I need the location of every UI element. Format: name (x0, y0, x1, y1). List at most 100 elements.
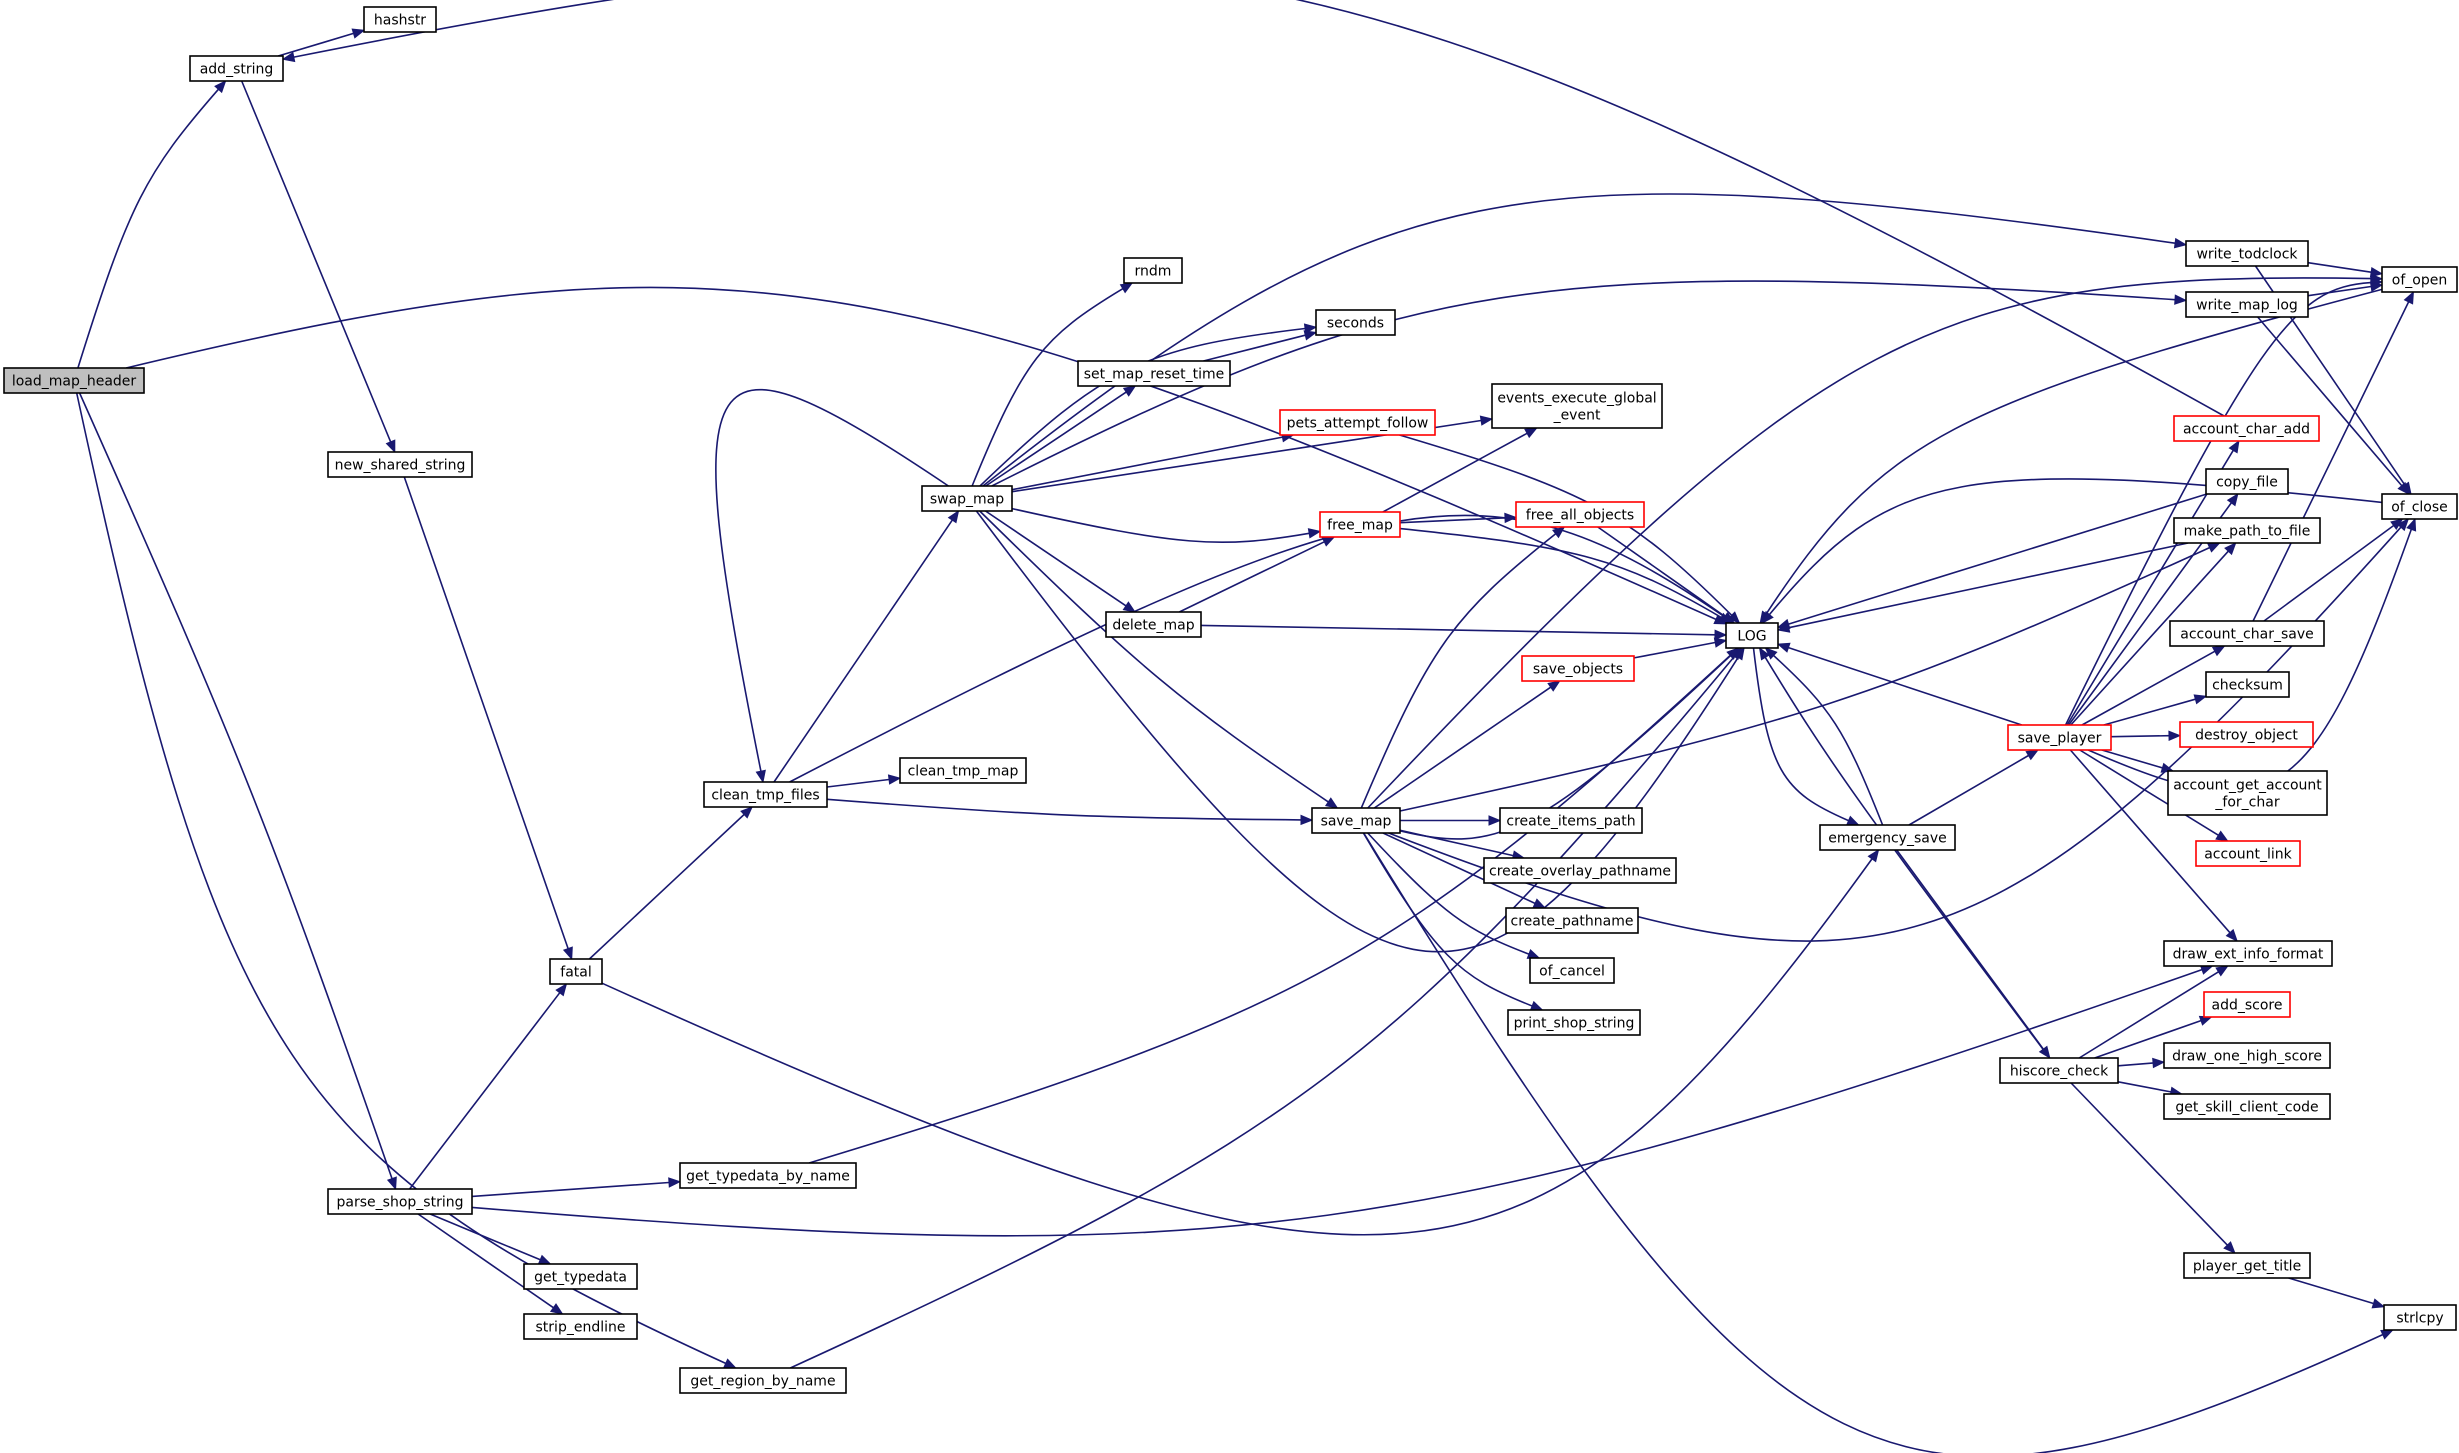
edge-pets_attempt_follow-to-LOG (1399, 434, 1741, 624)
node-draw-ext-info-format[interactable]: draw_ext_info_format (2163, 940, 2333, 967)
node-strip-endline[interactable]: strip_endline (523, 1313, 638, 1340)
edge-arrowhead (386, 1176, 397, 1191)
node-label: events_execute_global (1497, 391, 1656, 407)
edge-line (991, 280, 2176, 487)
node-parse-shop-string[interactable]: parse_shop_string (327, 1188, 473, 1215)
edge-line (2103, 698, 2196, 726)
node-load-map-header[interactable]: load_map_header (3, 367, 145, 394)
node-label: strlcpy (2396, 1311, 2443, 1327)
edge-arrowhead (1727, 611, 1741, 624)
edge-save_map-to-strlcpy (1363, 832, 2394, 1453)
node-box (703, 781, 828, 808)
edge-arrowhead (755, 769, 766, 784)
node-get-typedata[interactable]: get_typedata (523, 1263, 638, 1290)
node-layer: load_map_header add_string hashstr new_shar… (3, 6, 2458, 1394)
node-strlcpy[interactable]: strlcpy (2383, 1304, 2457, 1331)
node-box (327, 451, 473, 478)
node-label: of_cancel (1539, 964, 1605, 980)
node-save-player[interactable]: save_player (2007, 724, 2112, 751)
node-label: save_objects (1533, 662, 1623, 678)
edge-arrowhead (1552, 526, 1566, 539)
edge-free_map-to-free_all_objects (1399, 512, 1518, 524)
node-create-items-path[interactable]: create_items_path (1499, 807, 1643, 834)
node-free-all-objects[interactable]: free_all_objects (1515, 501, 1645, 528)
node-save-objects[interactable]: save_objects (1521, 655, 1635, 682)
edge-parse_shop_string-to-get_typedata_by_name (471, 1177, 682, 1198)
node-rndm[interactable]: rndm (1123, 257, 1183, 284)
edge-account_char_save-to-of_close (2263, 518, 2404, 622)
node-write-map-log[interactable]: write_map_log (2185, 291, 2309, 318)
node-write-todclock[interactable]: write_todclock (2185, 240, 2309, 267)
node-get-skill-client-code[interactable]: get_skill_client_code (2163, 1093, 2331, 1120)
node-make-path-to-file[interactable]: make_path_to_file (2173, 517, 2321, 544)
node-emergency-save[interactable]: emergency_save (1819, 824, 1956, 851)
node-account-get-account-for-char[interactable]: account_get_account_for_char (2167, 770, 2328, 816)
edge-of_open-to-LOG (1759, 288, 2383, 625)
node-hashstr[interactable]: hashstr (363, 6, 437, 33)
node-label: get_typedata (534, 1270, 627, 1286)
node-label: add_string (200, 62, 274, 78)
node-add-score[interactable]: add_score (2203, 991, 2291, 1018)
node-account-link[interactable]: account_link (2195, 840, 2301, 867)
node-LOG[interactable]: LOG (1725, 622, 1779, 649)
edge-swap_map-to-pets_attempt_follow (1011, 432, 1295, 491)
node-destroy-object[interactable]: destroy_object (2179, 721, 2314, 748)
node-clean-tmp-map[interactable]: clean_tmp_map (899, 757, 1027, 784)
node-get-region-by-name[interactable]: get_region_by_name (679, 1367, 847, 1394)
node-box (523, 1263, 638, 1290)
edge-arrowhead (2223, 1241, 2236, 1254)
node-label: strip_endline (536, 1320, 626, 1336)
edge-line (1367, 832, 1530, 955)
node-account-char-save[interactable]: account_char_save (2169, 620, 2325, 647)
node-clean-tmp-files[interactable]: clean_tmp_files (703, 781, 828, 808)
node-events-execute-global-event[interactable]: events_execute_global_event (1491, 383, 1663, 429)
node-copy-file[interactable]: copy_file (2205, 468, 2289, 495)
node-save-map[interactable]: save_map (1311, 807, 1401, 834)
edge-arrowhead (2193, 694, 2208, 705)
node-set-map-reset-time[interactable]: set_map_reset_time (1077, 360, 1231, 387)
node-account-char-add[interactable]: account_char_add (2173, 415, 2320, 442)
node-seconds[interactable]: seconds (1315, 309, 1396, 336)
node-pets-attempt-follow[interactable]: pets_attempt_follow (1279, 409, 1436, 436)
edge-save_objects-to-LOG (1633, 637, 1728, 659)
node-fatal[interactable]: fatal (549, 958, 603, 985)
node-print-shop-string[interactable]: print_shop_string (1507, 1009, 1641, 1036)
node-create-overlay-pathname[interactable]: create_overlay_pathname (1483, 857, 1677, 884)
node-create-pathname[interactable]: create_pathname (1505, 907, 1639, 934)
edge-parse_shop_string-to-fatal (408, 982, 568, 1190)
node-add-string[interactable]: add_string (189, 55, 284, 82)
edge-line (1597, 526, 1726, 618)
node-player-get-title[interactable]: player_get_title (2183, 1252, 2311, 1279)
node-of-open[interactable]: of_open (2381, 266, 2458, 293)
edge-line (2070, 550, 2229, 726)
edge-line (293, 0, 2225, 417)
node-of-cancel[interactable]: of_cancel (1529, 957, 1615, 984)
node-checksum[interactable]: checksum (2205, 671, 2290, 698)
edge-load_map_header-to-add_string (77, 80, 227, 369)
edge-arrowhead (1529, 1000, 1544, 1011)
node-delete-map[interactable]: delete_map (1105, 611, 1202, 638)
edge-add_string-to-hashstr (277, 28, 366, 57)
node-label: rndm (1135, 264, 1172, 280)
node-of-close[interactable]: of_close (2381, 493, 2458, 520)
edge-add_string-to-new_shared_string (240, 80, 396, 454)
node-new-shared-string[interactable]: new_shared_string (327, 451, 473, 478)
edge-arrowhead (1321, 536, 1336, 547)
edge-line (471, 968, 2203, 1237)
node-box (1319, 511, 1401, 538)
node-free-map[interactable]: free_map (1319, 511, 1401, 538)
node-box (1819, 824, 1956, 851)
node-hiscore-check[interactable]: hiscore_check (1999, 1057, 2119, 1084)
edge-save_map-to-save_objects (1373, 680, 1561, 809)
node-draw-one-high-score[interactable]: draw_one_high_score (2163, 1042, 2331, 1069)
node-box (1279, 409, 1436, 436)
node-box (327, 1188, 473, 1215)
node-label: make_path_to_file (2184, 524, 2311, 540)
node-label: account_get_account (2173, 778, 2322, 794)
edge-load_map_header-to-get_region_by_name (75, 392, 737, 1369)
node-swap-map[interactable]: swap_map (921, 485, 1013, 512)
edge-save_player-to-LOG (1776, 642, 2023, 726)
edge-arrowhead (2206, 542, 2221, 553)
edge-parse_shop_string-to-get_typedata (429, 1213, 552, 1265)
node-get-typedata-by-name[interactable]: get_typedata_by_name (679, 1162, 857, 1189)
